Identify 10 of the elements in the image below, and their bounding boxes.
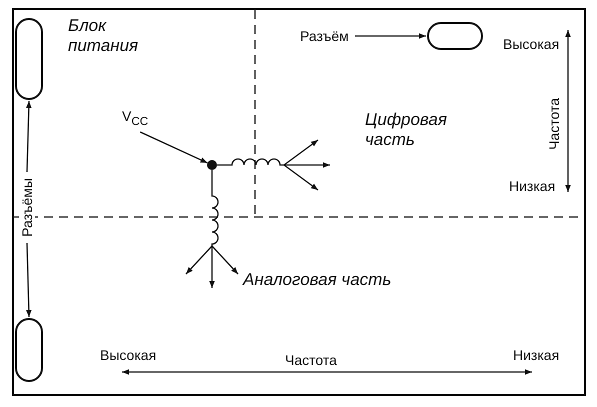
arrow	[26, 100, 32, 172]
arrow	[26, 242, 32, 318]
arrow	[355, 33, 426, 39]
connector-shape	[15, 318, 43, 382]
connector-shape	[427, 22, 483, 50]
junction-dot	[207, 160, 217, 170]
arrow	[140, 131, 208, 164]
node-label: Разъёмы	[19, 178, 35, 237]
connector-shape	[15, 18, 43, 100]
node-label: Разъём	[300, 28, 349, 44]
